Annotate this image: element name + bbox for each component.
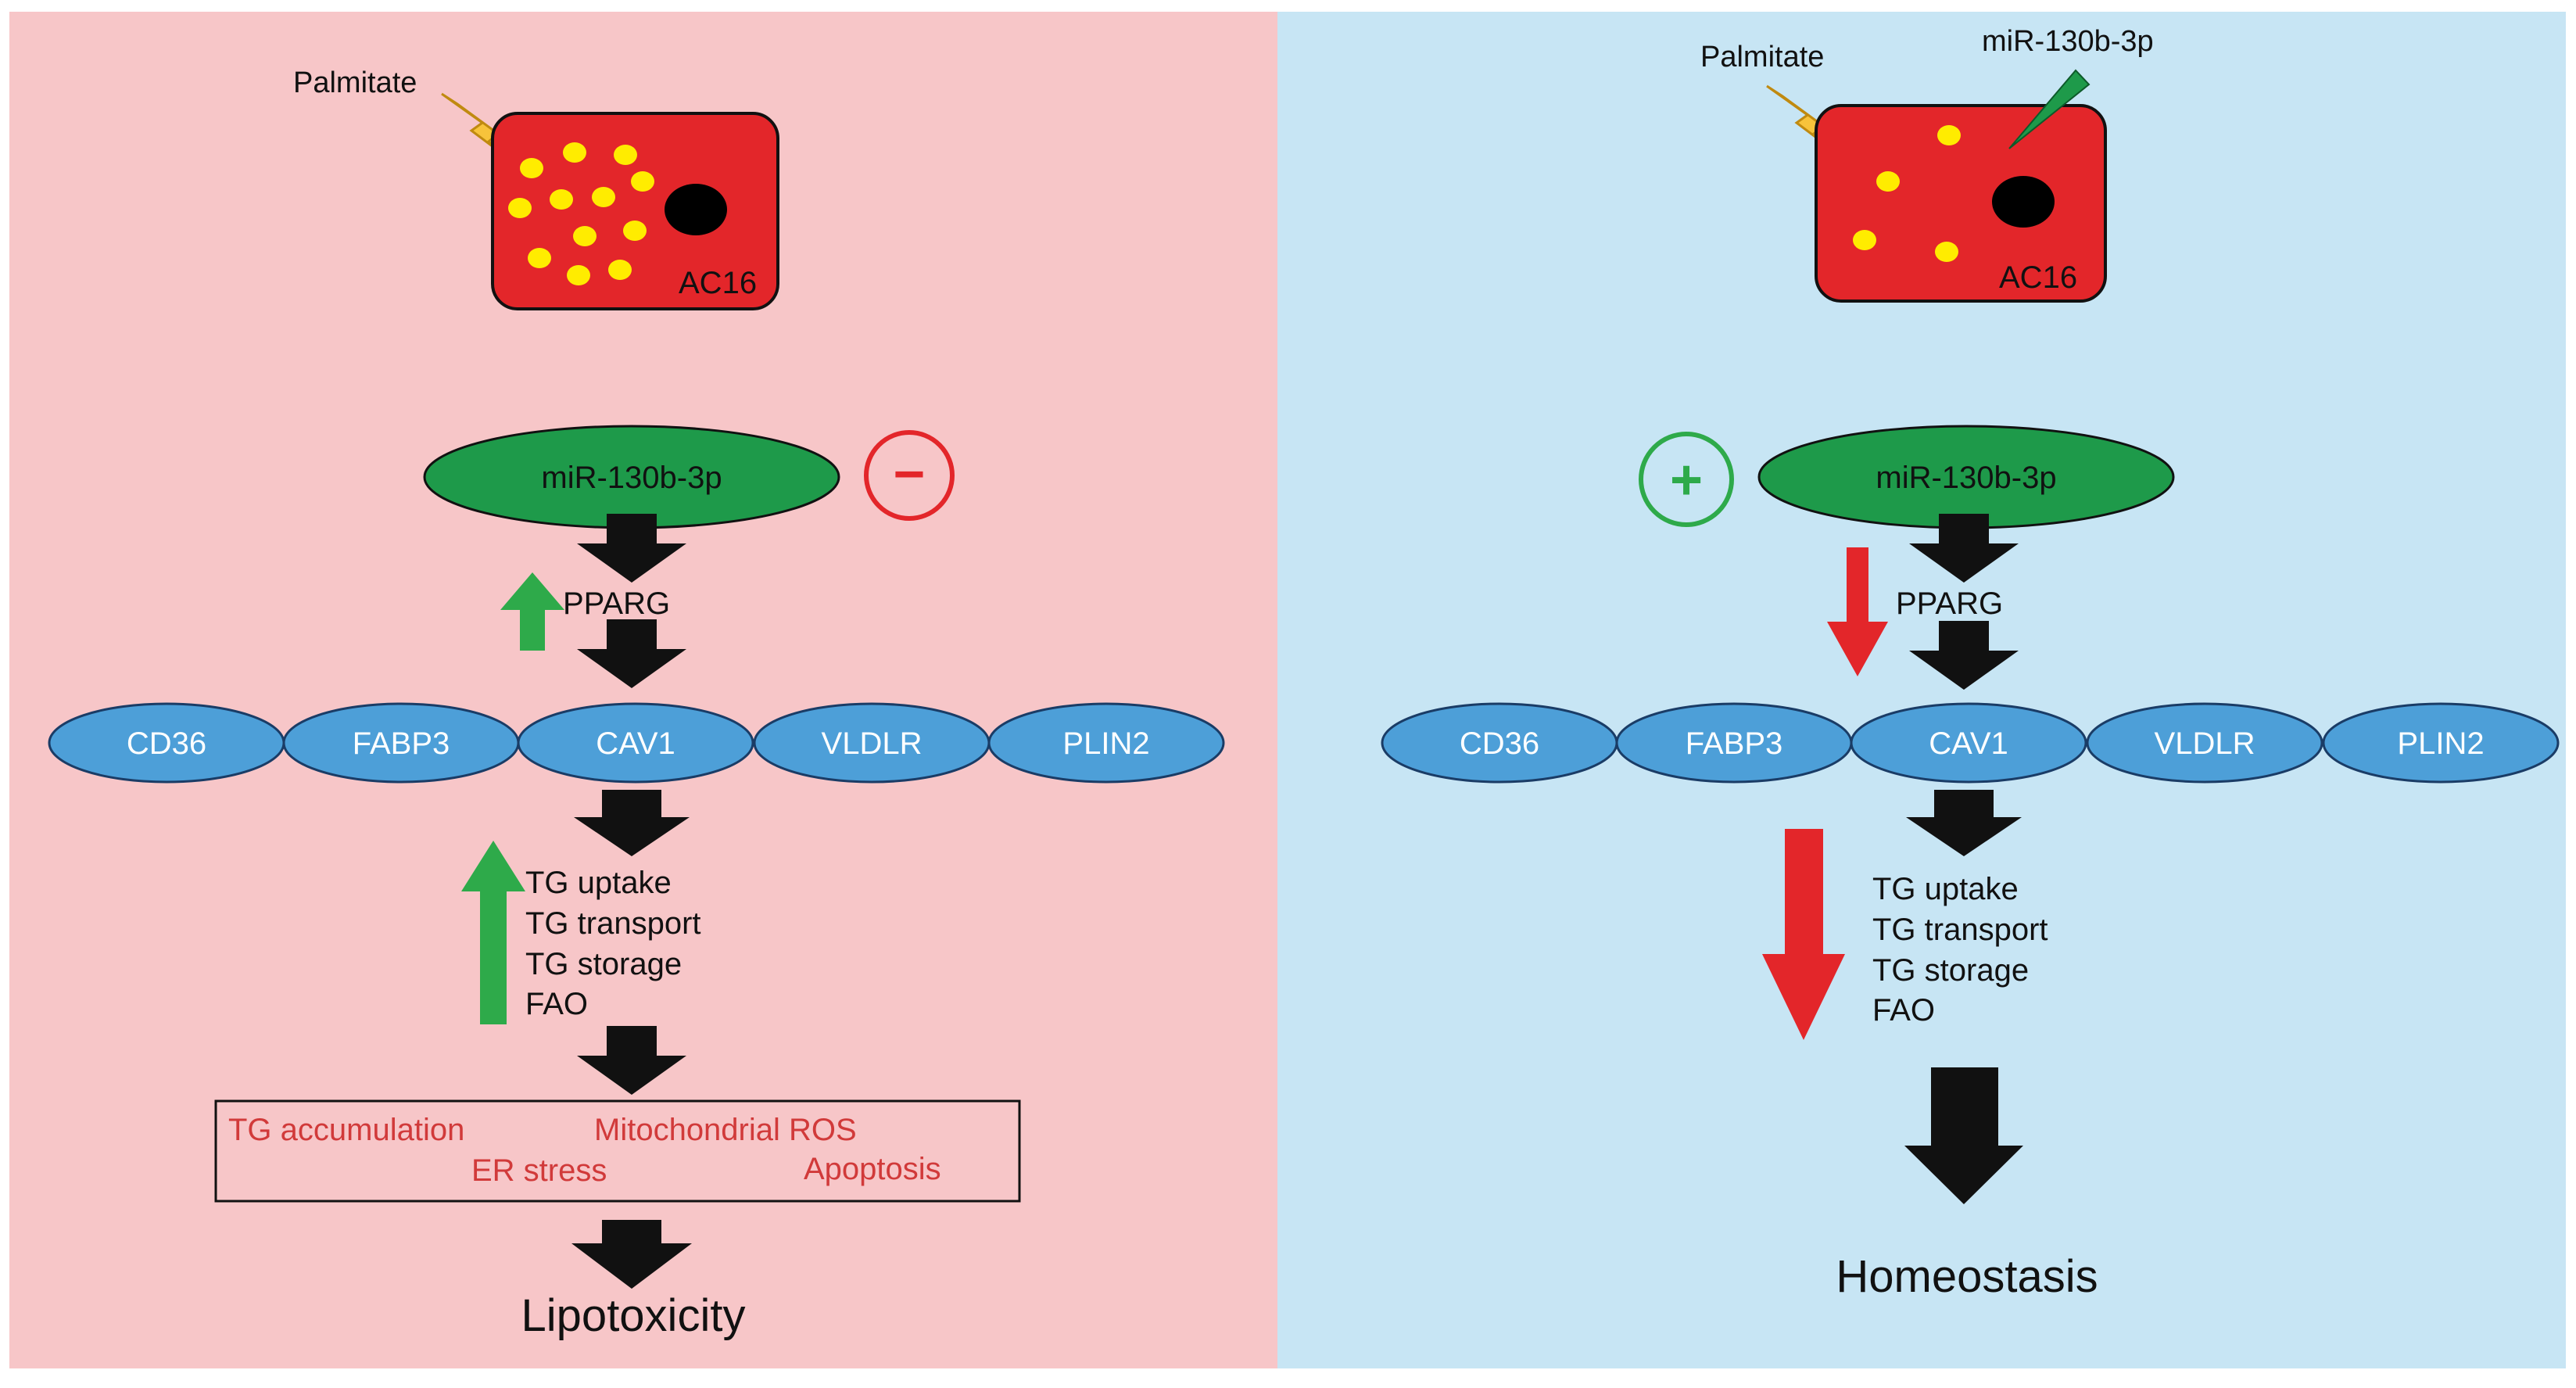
left-effects-box bbox=[214, 1099, 1021, 1203]
right-target-node bbox=[2086, 702, 2323, 784]
right-process-item: TG storage bbox=[1872, 953, 2029, 988]
left-target-node bbox=[517, 702, 754, 784]
right-process-down-arrow bbox=[1762, 829, 1845, 1040]
right-process-list: TG uptake TG transport TG storage FAO bbox=[1872, 872, 2048, 1028]
left-effect-tg-accumulation: TG accumulation bbox=[228, 1113, 464, 1147]
right-panel: Palmitate miR-130b-3p AC16 + miR-130b-3p bbox=[1277, 12, 2566, 1368]
left-flow-arrow-5 bbox=[571, 1220, 692, 1289]
right-flow-arrow-4 bbox=[1904, 1067, 2023, 1204]
right-plus-circle bbox=[1639, 432, 1734, 527]
right-process-item: TG transport bbox=[1872, 913, 2048, 947]
left-process-list: TG uptake TG transport TG storage FAO bbox=[525, 866, 701, 1021]
left-mirna-label: miR-130b-3p bbox=[541, 461, 722, 495]
right-treatment-label: miR-130b-3p bbox=[1982, 25, 2154, 58]
left-pparg-up-arrow bbox=[500, 572, 564, 651]
left-effect-mito-ros: Mitochondrial ROS bbox=[594, 1113, 857, 1147]
left-lipid-droplets bbox=[508, 142, 654, 285]
syringe-needle-icon bbox=[2008, 69, 2091, 149]
right-stimulus-label: Palmitate bbox=[1700, 41, 1824, 74]
left-stimulus-label: Palmitate bbox=[293, 66, 417, 99]
right-cell-body bbox=[1815, 104, 2107, 303]
right-mirna-label: miR-130b-3p bbox=[1876, 461, 2056, 495]
left-cell-label: AC16 bbox=[679, 266, 757, 300]
right-pparg-label: PPARG bbox=[1896, 586, 2003, 621]
left-cell: Palmitate AC16 bbox=[293, 66, 779, 310]
left-target-label: FABP3 bbox=[353, 726, 450, 761]
right-process-item: TG uptake bbox=[1872, 872, 2019, 906]
right-flow-arrow-3 bbox=[1906, 790, 2022, 856]
left-effect-er-stress: ER stress bbox=[471, 1153, 607, 1188]
right-target-label: FABP3 bbox=[1686, 726, 1783, 761]
right-target-label: PLIN2 bbox=[2397, 726, 2484, 761]
left-target-label: CD36 bbox=[127, 726, 206, 761]
left-panel: Palmitate AC16 miR-130b-3p − bbox=[9, 12, 1277, 1368]
left-process-up-arrow bbox=[461, 841, 525, 1024]
left-target-label: CAV1 bbox=[596, 726, 675, 761]
left-target-label: VLDLR bbox=[822, 726, 923, 761]
right-pparg-down-arrow bbox=[1827, 547, 1888, 676]
left-flow-arrow-3 bbox=[574, 790, 690, 856]
left-process-item: FAO bbox=[525, 987, 588, 1021]
left-process-item: TG uptake bbox=[525, 866, 672, 900]
left-target-node bbox=[987, 702, 1225, 784]
right-cell-nucleus bbox=[1992, 176, 2055, 228]
right-target-label: CAV1 bbox=[1929, 726, 2008, 761]
right-lipid-droplets bbox=[1853, 125, 1961, 262]
right-process-item: FAO bbox=[1872, 993, 1935, 1028]
right-target-node bbox=[2322, 702, 2560, 784]
left-effect-apoptosis: Apoptosis bbox=[804, 1152, 941, 1186]
right-targets: CD36 FABP3 CAV1 VLDLR PLIN2 bbox=[1381, 702, 2560, 784]
left-process-item: TG storage bbox=[525, 947, 682, 981]
left-regulation-sign: − bbox=[894, 443, 926, 504]
left-minus-circle bbox=[864, 430, 955, 521]
right-outcome-label: Homeostasis bbox=[1836, 1251, 2098, 1302]
right-target-node bbox=[1850, 702, 2087, 784]
right-cell: Palmitate miR-130b-3p AC16 bbox=[1700, 25, 2154, 303]
left-target-label: PLIN2 bbox=[1062, 726, 1149, 761]
right-target-label: VLDLR bbox=[2155, 726, 2255, 761]
left-outcome-label: Lipotoxicity bbox=[521, 1290, 746, 1341]
left-cell-nucleus bbox=[665, 184, 727, 235]
left-process-item: TG transport bbox=[525, 906, 701, 941]
left-pparg-label: PPARG bbox=[563, 586, 670, 621]
right-cell-label: AC16 bbox=[1999, 260, 2077, 295]
right-target-label: CD36 bbox=[1460, 726, 1539, 761]
right-regulation-sign: + bbox=[1670, 449, 1703, 511]
left-targets: CD36 FABP3 CAV1 VLDLR PLIN2 bbox=[48, 702, 1225, 784]
left-cell-body bbox=[491, 112, 779, 310]
